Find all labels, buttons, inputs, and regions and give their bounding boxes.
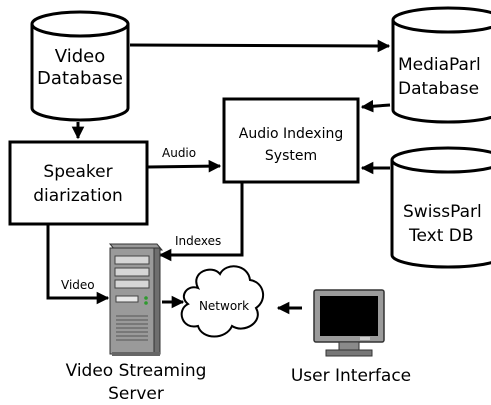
server-label-line2: Server <box>108 384 164 404</box>
speaker-diarization-node: Speaker diarization <box>8 140 149 226</box>
audio-indexing-system-node: Audio Indexing System <box>222 97 360 184</box>
mediaparl-database-label-line2: Database <box>398 79 479 99</box>
edge-speaker-to-server <box>46 225 110 305</box>
edge-label-indexes: Indexes <box>175 234 221 248</box>
user-interface-label: User Interface <box>291 366 411 386</box>
edge-label-audio: Audio <box>162 146 196 160</box>
server-tower-icon <box>108 243 164 356</box>
video-database-label-line1: Video <box>55 46 105 67</box>
speaker-diarization-label-line1: Speaker <box>43 162 112 182</box>
server-label-line1: Video Streaming <box>66 361 207 381</box>
swissparl-label-line2: Text DB <box>408 226 474 246</box>
cloud-icon <box>180 265 265 338</box>
audio-indexing-label-line2: System <box>265 148 317 164</box>
audio-indexing-label-line1: Audio Indexing <box>239 126 343 142</box>
network-label: Network <box>199 299 249 313</box>
video-database-label-line2: Database <box>37 68 123 89</box>
swissparl-label-line1: SwissParl <box>403 202 482 222</box>
monitor-icon <box>313 289 385 357</box>
edge-videodb-to-mediaparl <box>129 39 391 53</box>
edges <box>46 39 391 315</box>
speaker-diarization-label-line2: diarization <box>33 186 123 206</box>
mediaparl-database-node: MediaParl Database <box>391 6 491 124</box>
edge-audioindexing-to-server <box>158 183 244 262</box>
edge-mediaparl-to-audioindexing <box>360 99 391 113</box>
edge-speaker-to-audioindexing <box>147 159 222 173</box>
swissparl-text-db-node: SwissParl Text DB <box>390 146 491 269</box>
video-database-node: Video Database <box>30 10 130 122</box>
mediaparl-database-label-line1: MediaParl <box>398 55 481 75</box>
edge-label-video: Video <box>61 278 95 292</box>
